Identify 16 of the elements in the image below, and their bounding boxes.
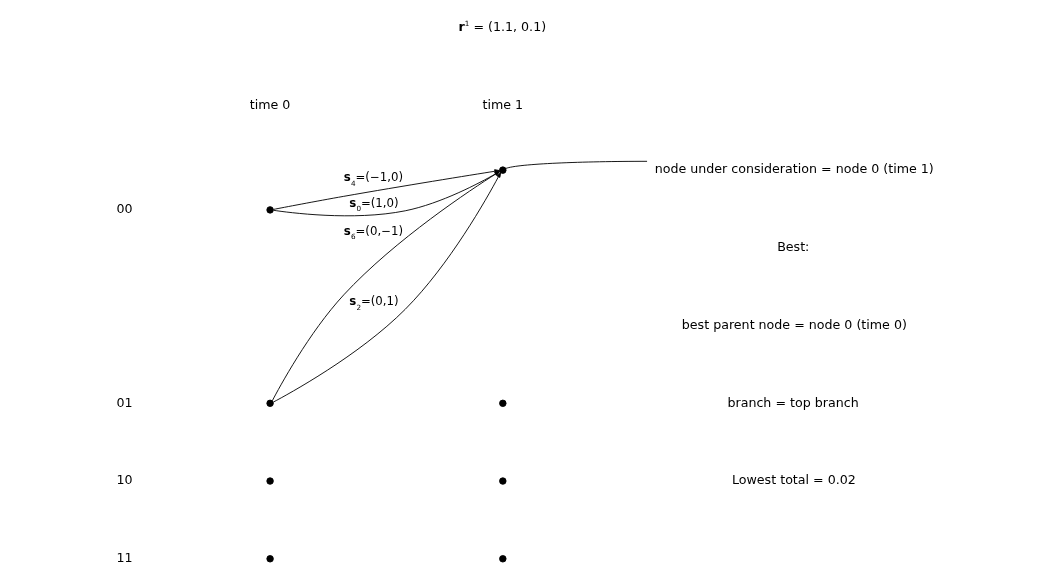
label: 11 [116, 550, 133, 566]
label: time 0 [249, 97, 291, 113]
label: 01 [116, 394, 133, 410]
label: time 1 [482, 97, 524, 113]
label: best parent node = node 0 (time 0) [681, 316, 907, 332]
label: Lowest total = 0.02 [731, 472, 856, 488]
label: 10 [116, 472, 133, 488]
label: Best: [777, 239, 810, 255]
label: branch = top branch [727, 394, 859, 410]
edge-label: s$_{0}$=(1,0) [349, 195, 399, 214]
edge-label: s$_{6}$=(0,−1) [343, 223, 404, 242]
edge-label: s$_{4}$=(−1,0) [343, 170, 404, 188]
node-text: node under consideration = node 0 (time 1) [654, 161, 934, 177]
edge-label: s$_{2}$=(0,1) [349, 294, 399, 312]
label: r$^{1}$ = (1.1, 0.1) [458, 18, 547, 34]
label: 00 [116, 201, 133, 217]
